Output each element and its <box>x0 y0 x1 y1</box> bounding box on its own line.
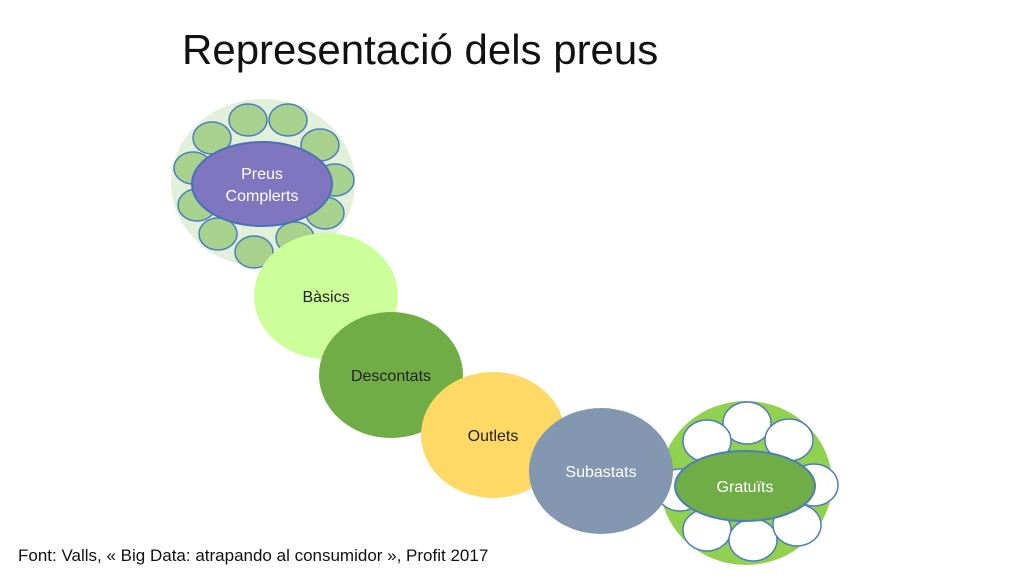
source-citation: Font: Valls, « Big Data: atrapando al co… <box>18 546 489 565</box>
white-satellite-circle <box>728 518 778 562</box>
stage-outlets: Outlets <box>421 372 565 498</box>
stage-gratuits-shape <box>674 450 816 522</box>
white-satellite-circle <box>722 401 772 445</box>
slide-title: Representació dels preus <box>182 26 659 73</box>
stage-descontats: Descontats <box>319 312 463 438</box>
stage-descontats-label: Descontats <box>351 368 431 385</box>
green-satellite-circle <box>234 235 274 269</box>
green-satellite-circle <box>228 103 268 137</box>
stage-preus-complerts-shape <box>191 141 333 227</box>
stage-basics-label: Bàsics <box>302 289 349 306</box>
stage-preus-complerts-label: Complerts <box>226 188 299 205</box>
stage-descontats-shape <box>319 312 463 438</box>
stage-preus-complerts-label: Preus <box>241 166 283 183</box>
stage-gratuits-label: Gratuïts <box>717 479 774 496</box>
green-satellite-circle <box>268 103 308 137</box>
stage-subastats: Subastats <box>529 408 673 534</box>
stage-subastats-label: Subastats <box>565 464 636 481</box>
green-satellite-circle <box>198 217 238 251</box>
stage-gratuits: Gratuïts <box>674 450 816 522</box>
stage-outlets-label: Outlets <box>468 428 519 445</box>
stage-outlets-shape <box>421 372 565 498</box>
stage-subastats-shape <box>529 408 673 534</box>
